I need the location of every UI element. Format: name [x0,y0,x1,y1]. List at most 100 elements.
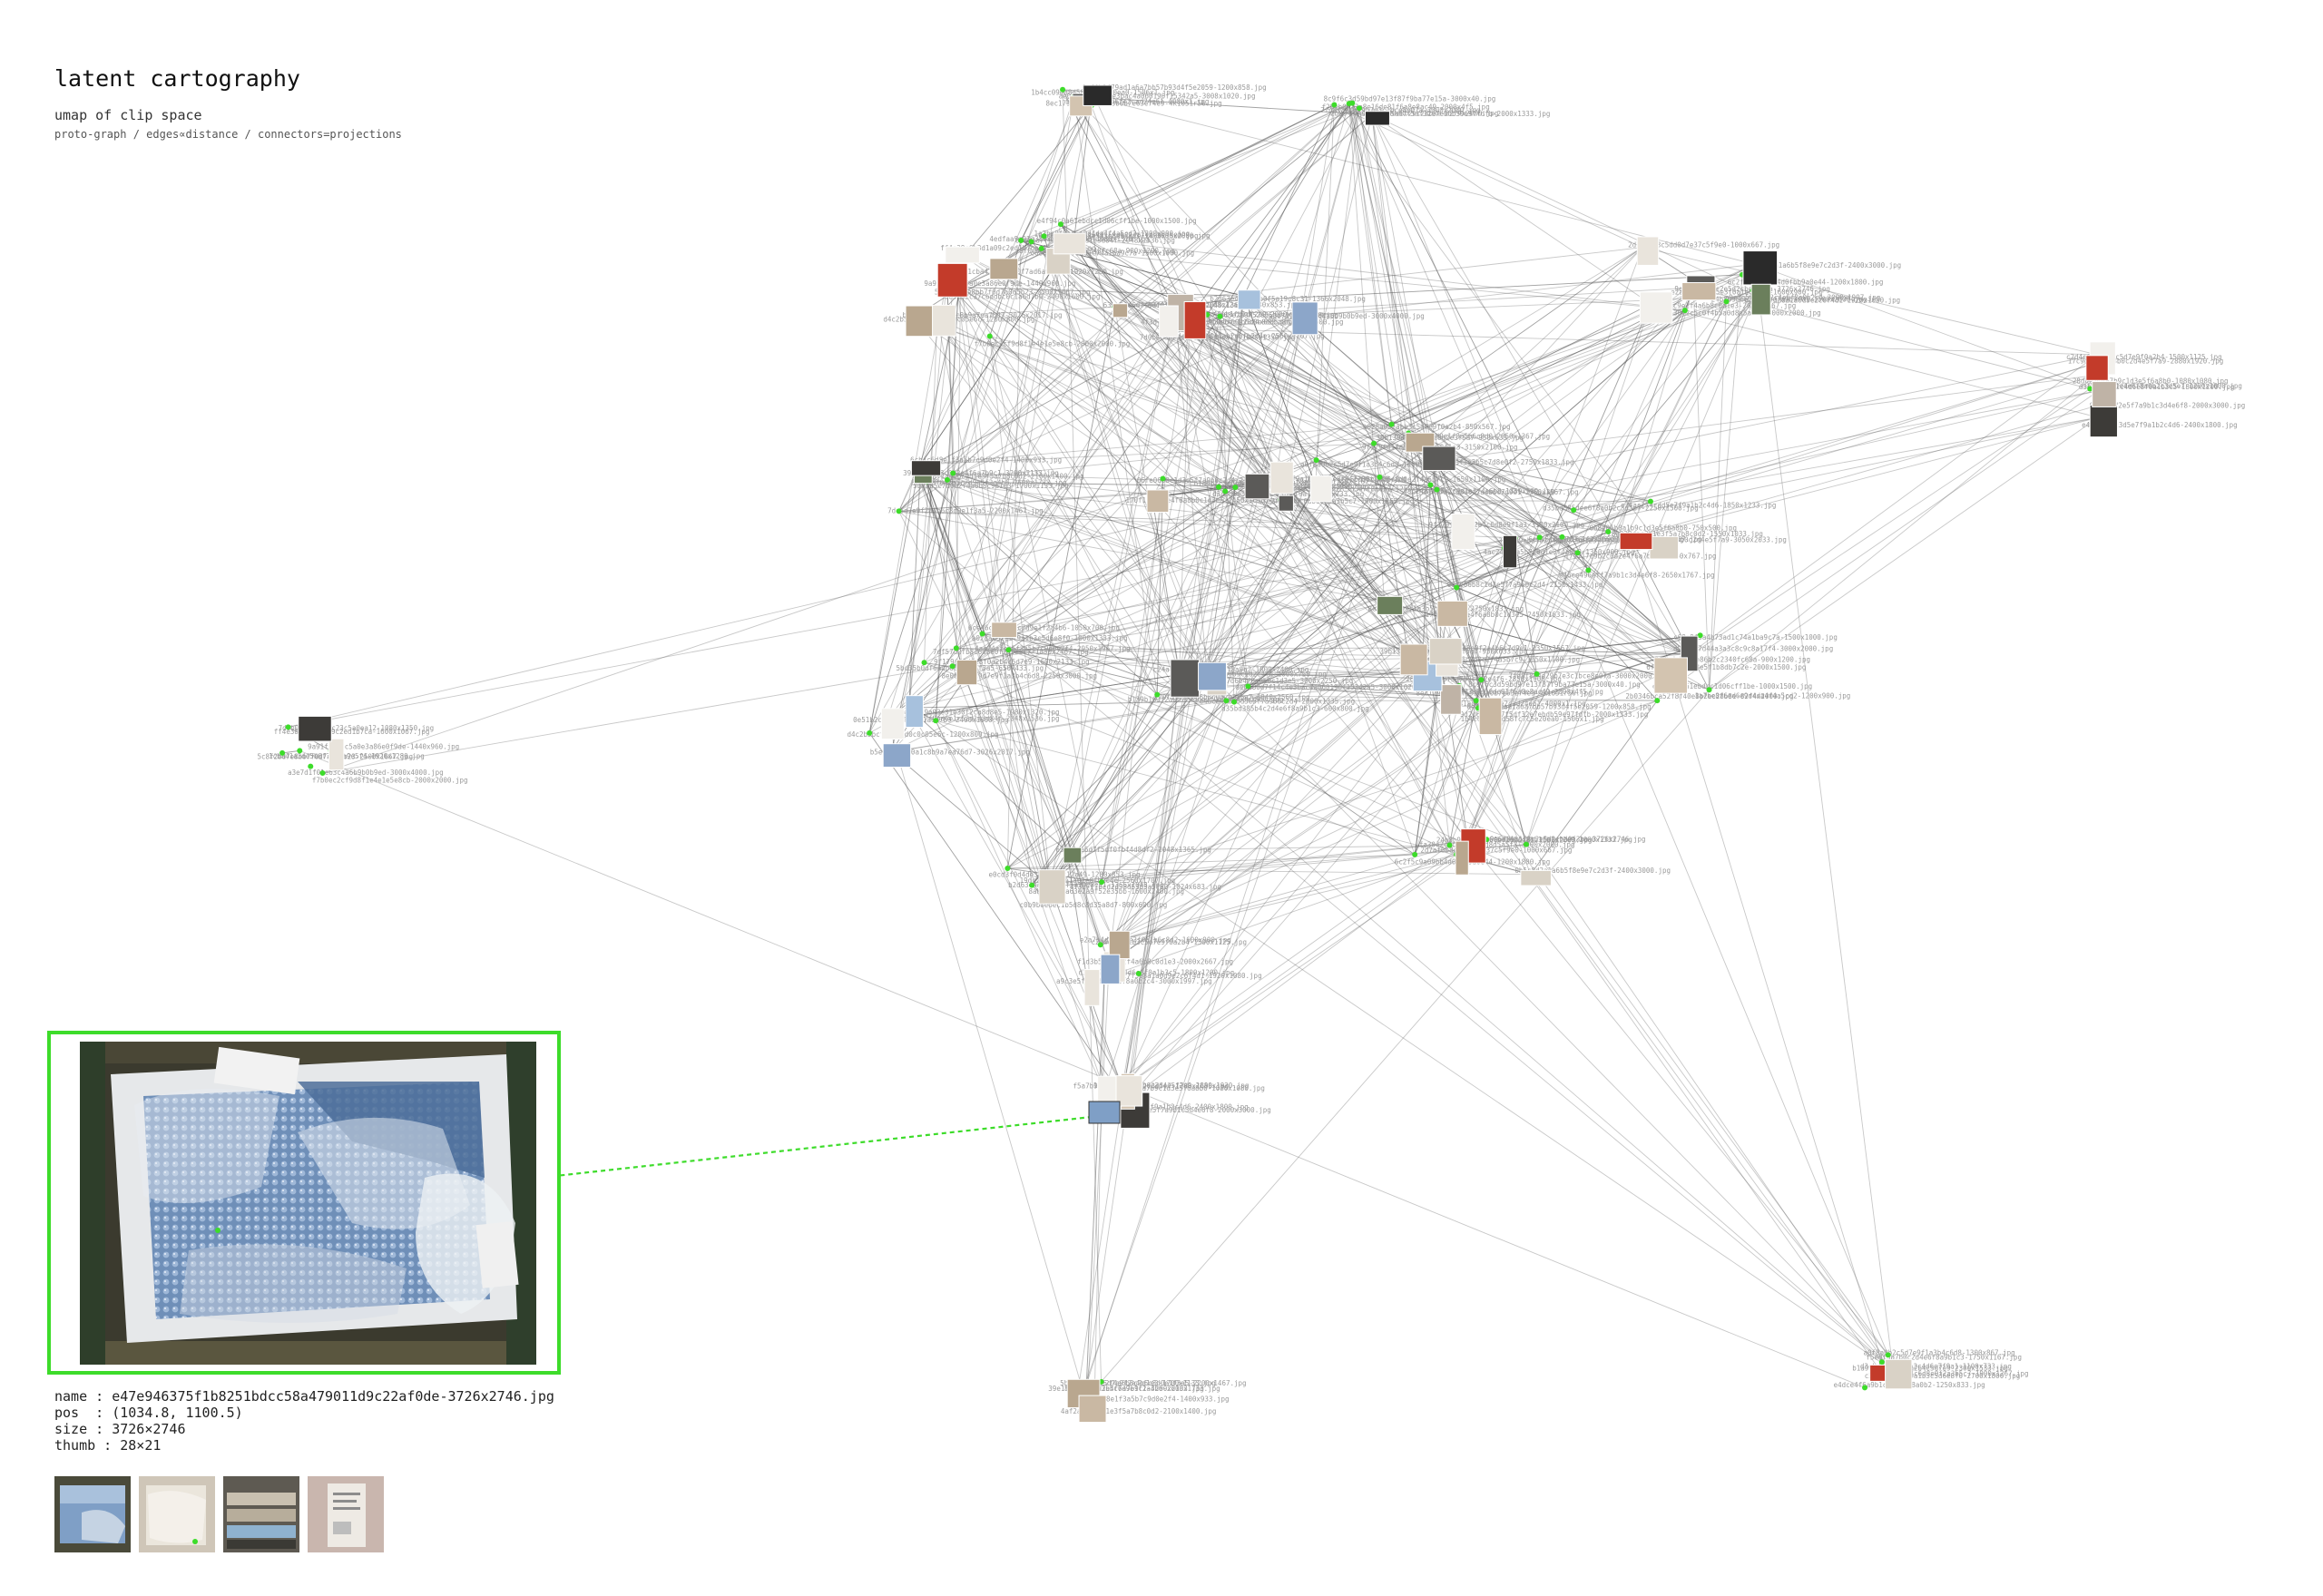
node-label: 2b0346bca52f8f40e8b2ec28b8e-82f4x2000.jp… [1330,109,1498,117]
graph-edge [1348,103,1386,602]
node-thumbnail [936,262,968,298]
graph-edge [891,751,1047,884]
node-label: 8ed6e8f0a3b5c7d9e1f2a4b6-2600x1733.jpg [1064,1385,1220,1393]
graph-node [1005,866,1011,872]
node-label: 068e06b8a1b9c1d3e5f6a8b0-750x500.jpg [1589,524,1737,533]
node-thumbnail [1636,236,1660,266]
graph-edge [960,287,1212,677]
graph-edge [1218,486,1563,538]
graph-edge [998,625,1177,690]
strip-thumb-document[interactable] [308,1476,384,1552]
graph-edge [1316,108,1360,461]
node-label: ff4e38c6b3d1a09c2ed1b7ca-1600x1067.jpg [274,728,430,736]
graph-edge [1100,854,1457,945]
graph-edge [1642,247,2098,356]
graph-edge [1007,527,1458,869]
node-thumbnail [991,622,1017,639]
graph-edge [956,316,1191,649]
graph-edge [1114,247,1643,308]
graph-edge [1709,274,1743,690]
node-label: f1d3b5a7c9e2f4a6b8c0d1e3-2000x2667.jpg [1641,302,1797,310]
graph-node [1723,299,1730,305]
graph-node [1647,498,1653,504]
graph-edge [1467,536,1563,843]
node-label: e4f94c0a61ebdcc1d06cff1be-1000x1500.jpg [1652,682,1812,690]
node-label: 28a028dac3d1e3f5a7b8c0d2-1550x1033.jpg [1607,530,1763,538]
graph-edge [982,633,1482,681]
graph-node [896,508,902,514]
node-label: 0ef6b3f79ad1a6a7bb57b93d4f5e2059-1200x85… [1466,703,1651,711]
graph-edge [1379,476,1458,529]
graph-edge [1031,694,1158,886]
graph-edge [1243,296,1317,485]
strip-thumb-boxes[interactable] [223,1476,299,1552]
graph-edge [1233,309,1686,702]
node-label: 1b4cc09ea8d58fc7c5e20ea0-1506x1.jpg [1461,715,1604,723]
graph-edge [1175,332,1249,687]
graph-edge [1371,114,1450,846]
graph-edge [936,720,1531,876]
graph-node [1605,529,1612,535]
node-label: 8c9f6c3d59bd97e13f87f9ba77e15a-3000x40.j… [1468,681,1641,689]
selected-image-frame[interactable] [47,1031,561,1375]
graph-node [1018,237,1024,243]
graph-node [950,470,956,476]
graph-edge [1243,296,1666,672]
node-label: 1a7be8f6ed6e9d4da4f4a5cd2-1200x900.jpg [1695,692,1851,700]
node-label: 9a91fb7bcc5a0e3a86e0f9de-1440x960.jpg [308,742,459,750]
graph-node [1446,842,1453,848]
node-label: 7df57d2fd8e0f2a4b6c7d9e1-2350x1567.jpg [1429,644,1585,652]
graph-edge [1053,103,1353,259]
strip-thumb-paper[interactable] [139,1476,215,1552]
graph-edge [926,481,962,670]
graph-edge [1539,375,2096,538]
graph-edge [908,707,1068,852]
graph-edge [956,648,1105,1092]
node-label: e4f6a8b0c3d5e7f9a1b2c4d6-2400x1800.jpg [1093,1102,1249,1111]
graph-edge [1373,443,1563,538]
node-label: 5c8f2bd7e8bb7f0d7a0d5b23-2500x1667.jpg [935,289,1091,297]
graph-edge [935,294,959,721]
graph-edge [1046,610,1447,884]
graph-edge [887,314,1300,721]
node-label: c24ac274a3b1c3d5e7f8a0b2-1800x2400.jpg [1153,666,1309,674]
graph-edge [1414,700,1477,856]
node-thumbnail [1183,301,1207,339]
node-label: 8ed6e8f0a3b5c7d9e1f2a4b6-2600x1733.jpg [911,479,1067,487]
graph-edge [1480,247,1643,681]
node-label: e46ce496eff7a9b1c3d4e6f8-2650x1767.jpg [1559,572,1715,580]
node-label: 7dc5d7e9f2a4b6c8d0e1f3a5-2200x1467.jpg [1091,1379,1247,1387]
node-label: 170f17c9d2e4f6a8b0c1d3e5-2450x1633.jpg [1425,611,1581,619]
node-label: 9f179f41d0e8f0a2b4c5d7e9-1600x2133.jpg [934,658,1090,666]
graph-edge [288,390,2100,728]
node-label: 39b139ebd4e2f4a6b8c9d1e3-1950x1300.jpg [1498,536,1654,544]
graph-edge [1066,308,1176,852]
graph-edge [887,316,1191,721]
graph-edge [898,476,1380,512]
graph-edge [1247,454,1435,687]
graph-edge [1007,647,1441,869]
graph-caption: proto-graph / edges∝distance / connector… [54,128,402,141]
node-label: c68a9f3a4b73ad1c74a1ba9c7a-1500x1000.jpg [1031,249,1195,257]
graph-edge [1031,675,1212,886]
node-label: e4dce4f6a9b1c3d5e7f8a0b2-1250x833.jpg [1293,485,1445,494]
node-label: 8ec179d08a3f593c3b0b7e63e74e9-4k1051r56.… [1046,100,1222,108]
graph-edge [1299,314,1684,651]
graph-edge [1179,247,1643,675]
node-thumbnail [1653,657,1688,694]
graph-edge [887,675,1212,721]
node-label: 6ce46c1ea7b5c7d9e1f2a4b6-1050x700.jpg [968,624,1120,632]
graph-edge [1008,647,1441,651]
graph-node [1571,507,1577,514]
graph-edge [1044,235,1505,549]
node-label: 9a91fb7bcc5a0e3a86e0f9de-1440x960.jpg [924,279,1075,288]
node-label: 5fca41ad6fb66fe2cad24e61-4000x1.jpg [1065,97,1209,105]
node-label: 4ac24afca5b7c9d1e3f4a6b8-1350x900.jpg [1483,548,1634,556]
graph-edge [1051,838,1487,887]
graph-edge [920,464,1047,884]
strip-thumb-bubble-wrap[interactable] [54,1476,131,1552]
node-label: d5c6fbe1e0c48bb1fb1df2e9-2000x1333.jpg [1476,836,1632,844]
graph-edge [1085,296,1245,1385]
node-thumbnail [2089,405,2118,438]
